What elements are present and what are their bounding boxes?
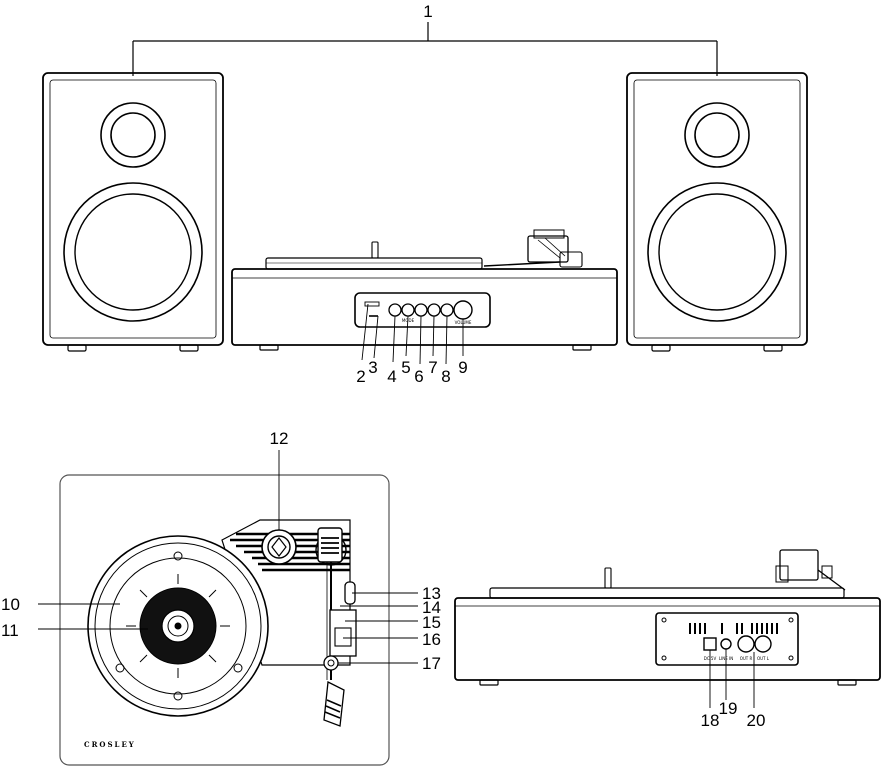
turntable-front: [231, 229, 618, 351]
callout-20: 20: [747, 711, 766, 730]
callout-11: 11: [1, 621, 19, 640]
callout-16: 16: [422, 630, 441, 649]
right-speaker: [626, 72, 808, 352]
callout-17: 17: [422, 654, 441, 673]
callout-13: 13: [422, 584, 441, 603]
top-leaders: [38, 450, 418, 664]
callout-5: 5: [401, 358, 410, 377]
callout-18: 18: [701, 711, 720, 730]
out-r-label: OUT R: [740, 656, 753, 661]
turntable-rear: [454, 549, 881, 686]
turntable-top: [59, 474, 390, 766]
callout-6: 6: [414, 367, 423, 386]
callout-9: 9: [458, 358, 467, 377]
front-leaders: [361, 303, 464, 365]
callout-12: 12: [270, 429, 289, 448]
out-l-label: OUT L: [757, 656, 770, 661]
callout-19: 19: [719, 699, 738, 718]
callout-1: 1: [423, 2, 432, 21]
callout-15: 15: [422, 613, 441, 632]
callout-8: 8: [441, 367, 450, 386]
callout-2: 2: [356, 367, 365, 386]
callout-4: 4: [387, 367, 396, 386]
mode-label: MODE: [402, 318, 415, 323]
speakers-bracket: [132, 22, 718, 76]
crosley-logo: CROSLEY: [84, 740, 136, 749]
callout-7: 7: [428, 358, 437, 377]
callout-3: 3: [368, 358, 377, 377]
rear-leaders: [709, 649, 755, 708]
callout-10: 10: [1, 595, 20, 614]
left-speaker: [42, 72, 224, 352]
callout-14: 14: [422, 598, 441, 617]
